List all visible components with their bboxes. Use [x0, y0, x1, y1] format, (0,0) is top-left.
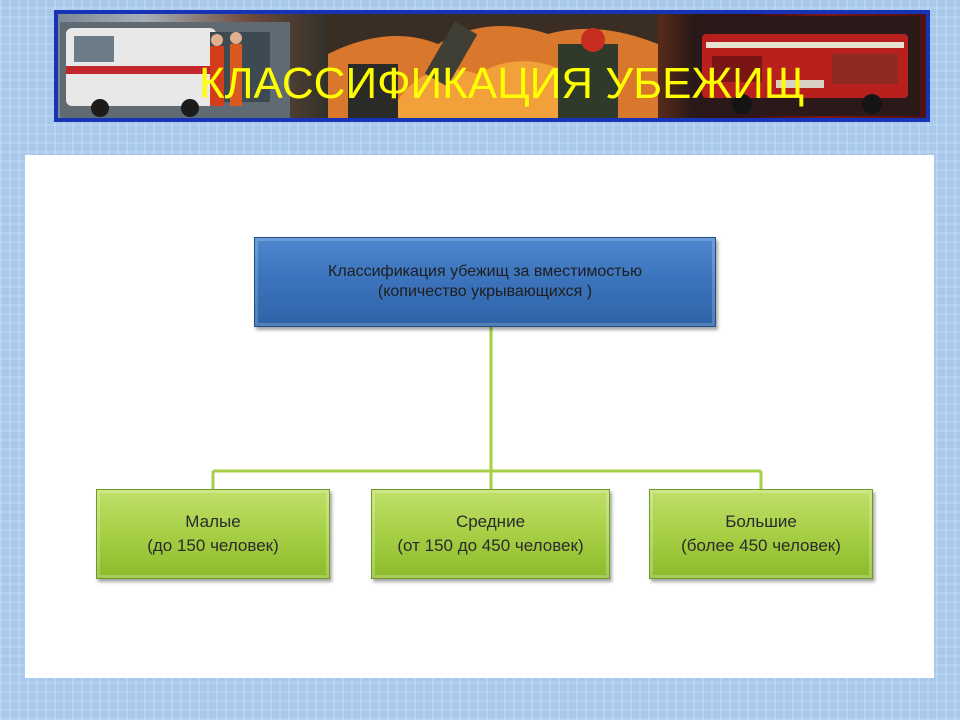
child-node-large: Большие (более 450 человек) [649, 489, 873, 579]
firefighters-photo [328, 14, 658, 118]
child-node-detail: (от 150 до 450 человек) [397, 536, 584, 555]
content-panel: Классификация убежищ за вместимостью (ко… [25, 155, 934, 678]
root-node-line1: Классификация убежищ за вместимостью [328, 263, 642, 280]
ambulance-photo [60, 22, 290, 118]
child-node-detail: (более 450 человек) [681, 536, 841, 555]
child-node-title: Средние [455, 512, 526, 531]
page-title: КЛАССИФИКАЦИЯ УБЕЖИЩ [199, 59, 805, 108]
child-node-medium: Средние (от 150 до 450 человек) [371, 489, 610, 579]
header-banner: КЛАССИФИКАЦИЯ УБЕЖИЩ [54, 10, 930, 122]
child-node-detail: (до 150 человек) [147, 536, 279, 555]
child-node-small: Малые (до 150 человек) [96, 489, 330, 579]
root-node: Классификация убежищ за вместимостью (ко… [254, 237, 716, 327]
fire-truck-photo [692, 16, 920, 116]
root-node-line2: (копичество укрывающихся ) [377, 283, 593, 300]
child-node-title: Малые [185, 512, 241, 531]
child-node-title: Большие [725, 512, 797, 531]
diagram-connectors [211, 327, 763, 489]
